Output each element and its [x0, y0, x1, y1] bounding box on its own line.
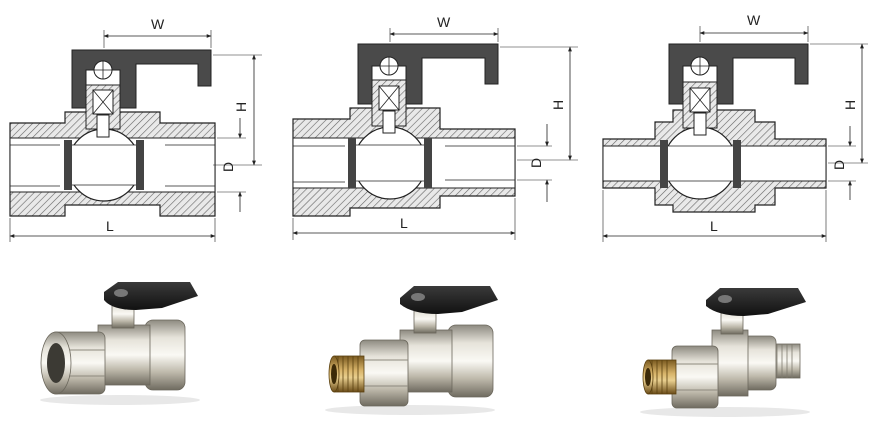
dim-d-label: D — [528, 158, 544, 168]
diagram-1-cross-section: W H D L — [9, 16, 262, 242]
dim-h-label: H — [550, 100, 566, 110]
dim-d-label: D — [831, 160, 847, 170]
dim-d-label: D — [220, 162, 236, 172]
diagram-2-cross-section: W H D L — [292, 14, 578, 240]
product-photo-2 — [325, 286, 498, 415]
dim-h-label: H — [842, 100, 858, 110]
dim-w-label: W — [437, 14, 451, 30]
product-photo-3 — [640, 288, 810, 417]
dim-l-label: L — [710, 218, 718, 234]
dim-w-label: W — [151, 16, 165, 32]
diagram-3-cross-section: W H D L — [602, 12, 868, 242]
dim-h-label: H — [233, 102, 249, 112]
dim-l-label: L — [106, 218, 114, 234]
dim-l-label: L — [400, 215, 408, 231]
dim-w-label: W — [747, 12, 761, 28]
product-photo-1 — [40, 282, 200, 405]
